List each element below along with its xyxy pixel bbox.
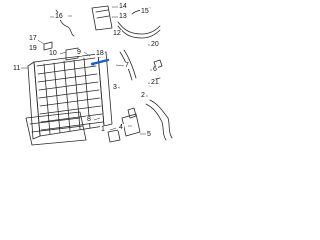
callout-14: 14	[118, 3, 128, 10]
left-tank	[27, 61, 41, 140]
callout-11: 11	[12, 65, 22, 72]
callout-1: 1	[100, 126, 106, 133]
reservoir-tank	[91, 5, 113, 31]
callout-7: 7	[124, 62, 130, 69]
callout-17: 17	[28, 35, 38, 42]
callout-10: 10	[48, 50, 58, 57]
callout-21: 21	[150, 79, 160, 86]
callout-13: 13	[118, 13, 128, 20]
bracket-mid	[43, 41, 53, 51]
highlighted-part	[90, 58, 110, 66]
callout-20: 20	[150, 41, 160, 48]
callout-16: 16	[54, 13, 64, 20]
hose-mid-right	[123, 49, 137, 79]
upper-hose-right	[117, 21, 161, 35]
callout-12: 12	[112, 30, 122, 37]
callout-15: 15	[140, 8, 150, 15]
diagram-artwork	[20, 5, 173, 146]
callout-19: 19	[28, 45, 38, 52]
lower-hose-right	[149, 99, 173, 139]
parts-diagram: 14 13 16 15 12 17 20 19 10 18 9 7 6 11 2…	[0, 0, 200, 147]
pump-housing	[121, 113, 141, 137]
radiator-core	[33, 53, 105, 137]
callout-6: 6	[152, 66, 158, 73]
callout-8: 8	[86, 116, 92, 123]
callout-5: 5	[146, 131, 152, 138]
callout-9: 9	[76, 49, 82, 56]
callout-3: 3	[112, 84, 118, 91]
callout-2: 2	[140, 92, 146, 99]
lower-shroud	[25, 111, 87, 146]
callout-18: 18	[95, 50, 105, 57]
callout-4: 4	[118, 124, 124, 131]
